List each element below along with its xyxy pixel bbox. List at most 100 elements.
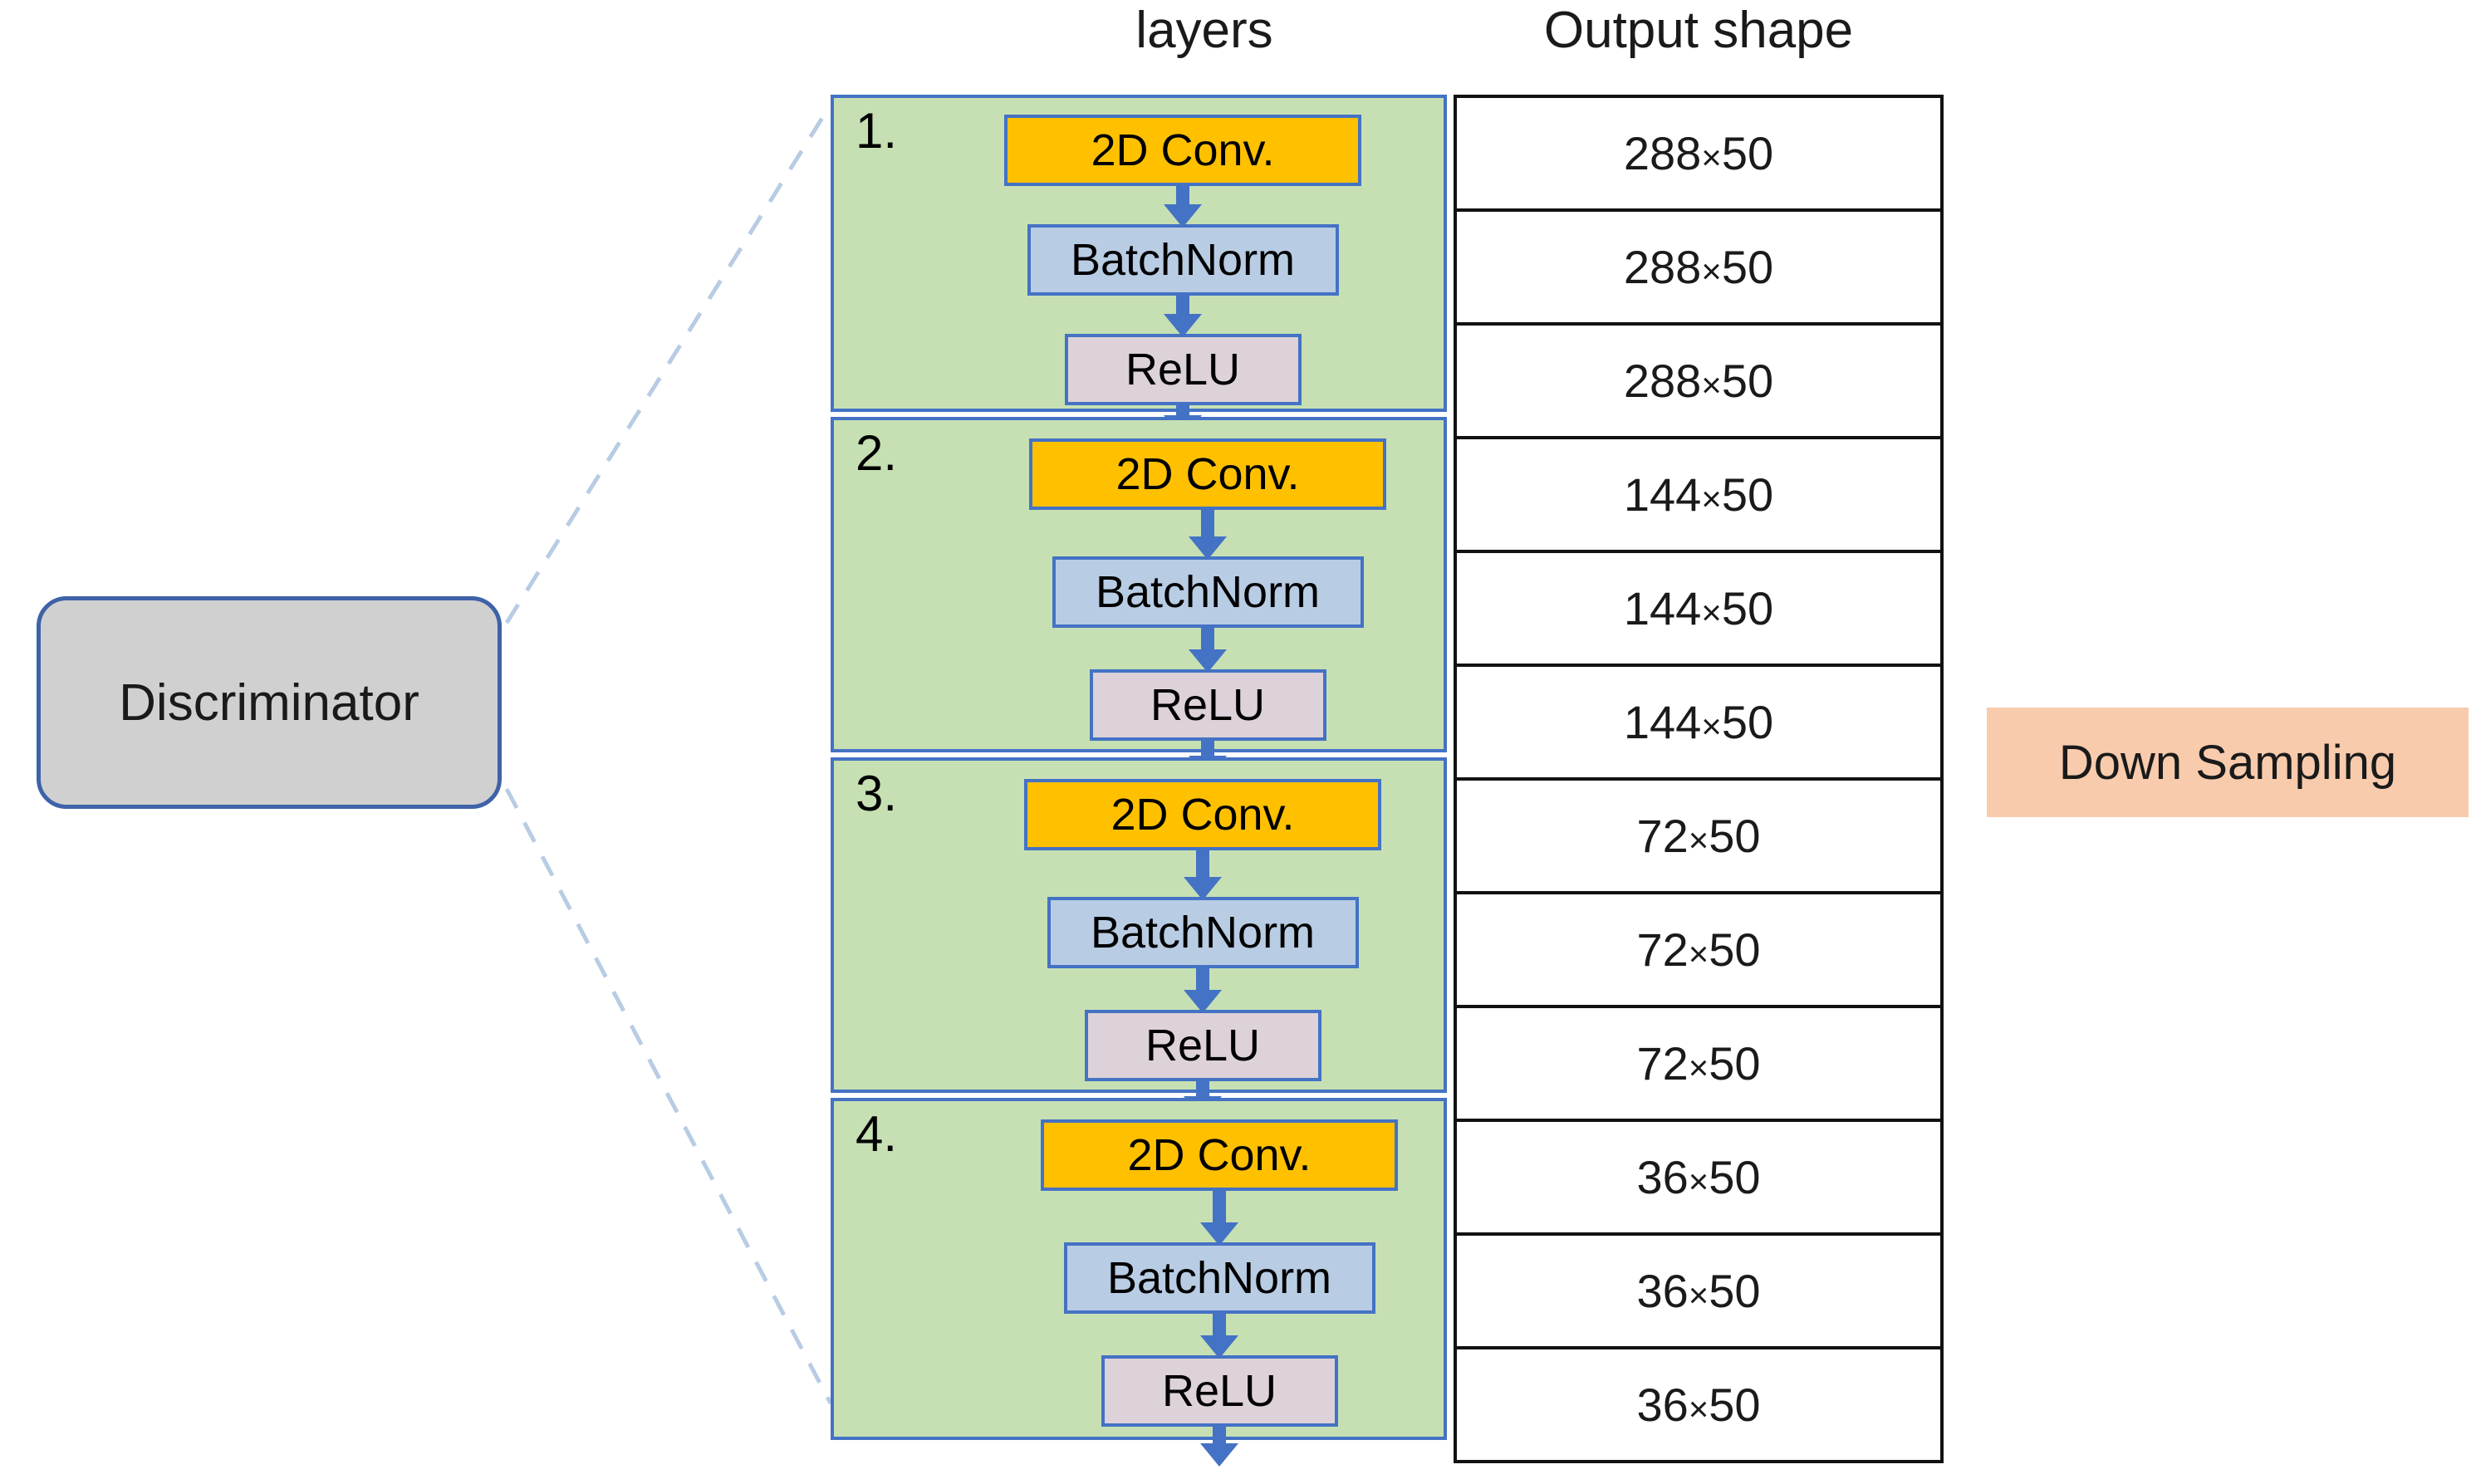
output-shape-row: 144×50	[1454, 436, 1944, 553]
discriminator-label: Discriminator	[119, 673, 419, 732]
multiply-icon: ×	[1688, 1162, 1709, 1201]
output-shape-cell: 288×50	[1454, 322, 1944, 439]
batchnorm-node[interactable]: BatchNorm	[1063, 1242, 1375, 1314]
batchnorm-label: BatchNorm	[1070, 235, 1296, 285]
multiply-icon: ×	[1701, 365, 1722, 404]
multiply-icon: ×	[1701, 252, 1722, 291]
layer-block-index: 2.	[856, 425, 898, 481]
output-shape-dim2: 50	[1709, 1379, 1761, 1431]
relu-label: ReLU	[1145, 1021, 1261, 1070]
output-shape-cell: 144×50	[1454, 550, 1944, 667]
output-shape-dim2: 50	[1709, 1265, 1761, 1317]
conv-label: 2D Conv.	[1111, 790, 1295, 840]
conv-node[interactable]: 2D Conv.	[1024, 779, 1381, 850]
flow-arrow-down-icon	[1200, 1188, 1238, 1246]
conv-node[interactable]: 2D Conv.	[1041, 1119, 1398, 1191]
output-shape-row: 144×50	[1454, 550, 1944, 667]
multiply-icon: ×	[1701, 479, 1722, 518]
output-shape-dim1: 144	[1623, 582, 1702, 634]
output-shape-cell: 36×50	[1454, 1119, 1944, 1236]
output-shape-row: 36×50	[1454, 1346, 1944, 1463]
output-shape-dim1: 288	[1623, 127, 1702, 179]
output-shape-dim2: 50	[1709, 1037, 1761, 1090]
layer-block-index: 1.	[856, 103, 898, 159]
output-shape-dim2: 50	[1721, 582, 1774, 634]
output-shape-cell: 36×50	[1454, 1232, 1944, 1349]
multiply-icon: ×	[1688, 1276, 1709, 1315]
relu-node[interactable]: ReLU	[1089, 669, 1326, 741]
layer-block-index: 4.	[856, 1106, 898, 1162]
output-shape-dim2: 50	[1721, 355, 1774, 407]
flow-arrow-down-icon	[1164, 292, 1202, 337]
output-shape-cell: 72×50	[1454, 777, 1944, 894]
output-shape-row: 36×50	[1454, 1119, 1944, 1236]
down-sampling-label: Down Sampling	[2058, 735, 2397, 790]
output-shape-dim2: 50	[1709, 923, 1761, 976]
relu-label: ReLU	[1161, 1366, 1277, 1416]
output-shape-cell: 288×50	[1454, 208, 1944, 326]
batchnorm-node[interactable]: BatchNorm	[1027, 224, 1339, 296]
output-shape-dim1: 288	[1623, 241, 1702, 293]
output-shape-dim1: 144	[1623, 468, 1702, 521]
conv-node[interactable]: 2D Conv.	[1029, 438, 1386, 510]
output-shape-dim2: 50	[1709, 810, 1761, 862]
output-shape-dim1: 72	[1636, 1037, 1689, 1090]
output-shape-dim1: 288	[1623, 355, 1702, 407]
flow-arrow-down-icon	[1189, 624, 1227, 673]
output-shape-cell: 36×50	[1454, 1346, 1944, 1463]
output-shape-column-header: Output shape	[1543, 2, 1854, 59]
discriminator-node[interactable]: Discriminator	[37, 596, 502, 809]
multiply-icon: ×	[1688, 820, 1709, 860]
connector-line-bottom	[504, 787, 833, 1405]
relu-node[interactable]: ReLU	[1064, 334, 1302, 405]
output-shape-row: 288×50	[1454, 208, 1944, 326]
output-shape-dim2: 50	[1721, 241, 1774, 293]
multiply-icon: ×	[1701, 707, 1722, 746]
output-shape-row: 144×50	[1454, 664, 1944, 781]
output-shape-cell: 144×50	[1454, 436, 1944, 553]
flow-arrow-down-icon	[1200, 1310, 1238, 1359]
batchnorm-label: BatchNorm	[1106, 1253, 1332, 1303]
conv-label: 2D Conv.	[1127, 1130, 1312, 1180]
flow-arrow-down-icon	[1200, 1423, 1238, 1467]
multiply-icon: ×	[1688, 1048, 1709, 1087]
relu-node[interactable]: ReLU	[1084, 1010, 1321, 1081]
flow-arrow-down-icon	[1164, 183, 1202, 228]
layers-column-header: layers	[1135, 2, 1273, 59]
output-shape-row: 72×50	[1454, 777, 1944, 894]
multiply-icon: ×	[1701, 593, 1722, 632]
conv-label: 2D Conv.	[1091, 125, 1275, 175]
relu-label: ReLU	[1150, 680, 1266, 730]
conv-node[interactable]: 2D Conv.	[1004, 115, 1361, 186]
output-shape-cell: 288×50	[1454, 95, 1944, 212]
output-shape-dim2: 50	[1721, 696, 1774, 748]
output-shape-dim2: 50	[1709, 1151, 1761, 1203]
batchnorm-node[interactable]: BatchNorm	[1052, 556, 1364, 628]
output-shape-cell: 72×50	[1454, 891, 1944, 1008]
output-shape-row: 36×50	[1454, 1232, 1944, 1349]
output-shape-row: 288×50	[1454, 322, 1944, 439]
batchnorm-label: BatchNorm	[1095, 567, 1321, 617]
flow-arrow-down-icon	[1184, 965, 1222, 1013]
flow-arrow-down-icon	[1189, 507, 1227, 560]
output-shape-dim1: 36	[1636, 1379, 1689, 1431]
output-shape-row: 288×50	[1454, 95, 1944, 212]
output-shape-dim2: 50	[1721, 468, 1774, 521]
relu-label: ReLU	[1125, 345, 1241, 394]
output-shape-dim1: 72	[1636, 923, 1689, 976]
relu-node[interactable]: ReLU	[1101, 1355, 1338, 1427]
multiply-icon: ×	[1688, 934, 1709, 973]
output-shape-cell: 144×50	[1454, 664, 1944, 781]
output-shape-dim2: 50	[1721, 127, 1774, 179]
batchnorm-node[interactable]: BatchNorm	[1047, 897, 1359, 968]
multiply-icon: ×	[1688, 1389, 1709, 1428]
output-shape-dim1: 36	[1636, 1265, 1689, 1317]
output-shape-cell: 72×50	[1454, 1005, 1944, 1122]
